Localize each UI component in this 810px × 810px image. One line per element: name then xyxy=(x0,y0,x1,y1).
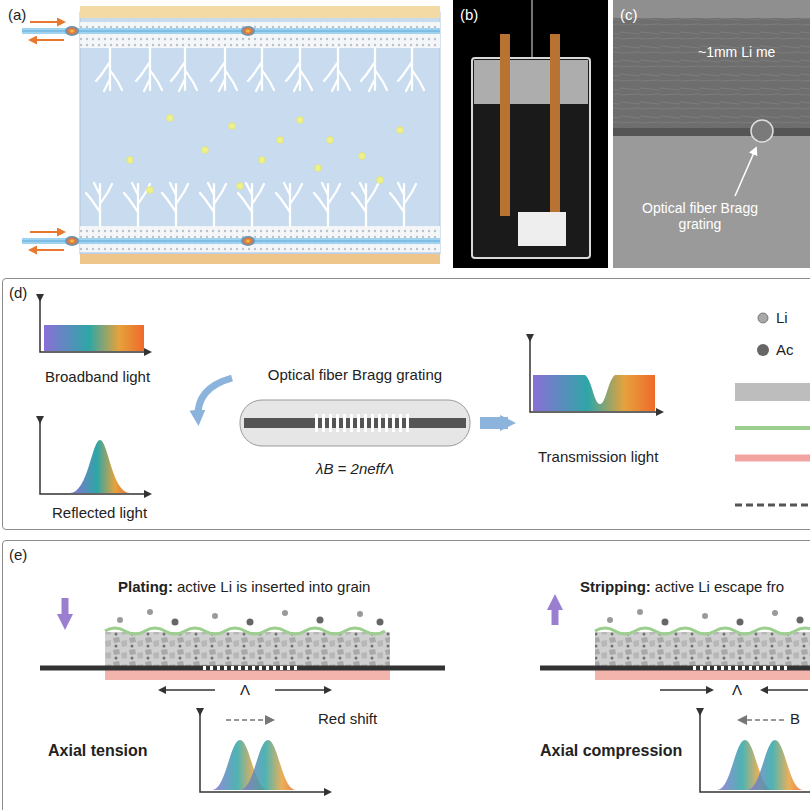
figure-label: Optical fiber Bragg grating xyxy=(268,366,442,383)
figure-label: Reflected light xyxy=(52,504,147,521)
legend-text: Li xyxy=(776,309,788,326)
cell-photo xyxy=(453,0,608,268)
sem-image xyxy=(613,0,810,268)
figure-label: Axial compression xyxy=(540,742,682,760)
figure-label: Transmission light xyxy=(538,448,658,465)
panel-letter: (e) xyxy=(9,546,27,563)
figure-label: active Li escape fro xyxy=(655,578,784,595)
figure-label: Broadband light xyxy=(45,368,150,385)
figure-label: Red shift xyxy=(318,710,377,727)
figure-label: B xyxy=(790,710,800,727)
plating-illustration xyxy=(40,598,445,792)
figure-label: Λ xyxy=(732,681,742,698)
figure-label: active Li is inserted into grain xyxy=(177,578,370,595)
figure-label: (a) xyxy=(8,6,26,23)
legend-text: Ac xyxy=(776,341,794,358)
figure-label: ~1mm Li me xyxy=(698,44,775,60)
figure-label: (b) xyxy=(460,6,478,23)
figure-label: λB = 2neffΛ xyxy=(316,460,394,477)
battery-cell-illustration xyxy=(22,6,440,264)
figure-label: Λ xyxy=(240,681,250,698)
figure-label: Axial tension xyxy=(48,742,148,760)
figure-label: (c) xyxy=(620,6,638,23)
panel-letter: (d) xyxy=(9,284,27,301)
panel-box: (d) xyxy=(2,278,810,530)
stripping-illustration xyxy=(540,602,810,792)
figure-label: Stripping: xyxy=(580,578,651,595)
figure-label: Plating: xyxy=(118,578,173,595)
figure-label: Optical fiber Bragg grating xyxy=(642,200,758,232)
fbg-principle xyxy=(40,300,810,505)
